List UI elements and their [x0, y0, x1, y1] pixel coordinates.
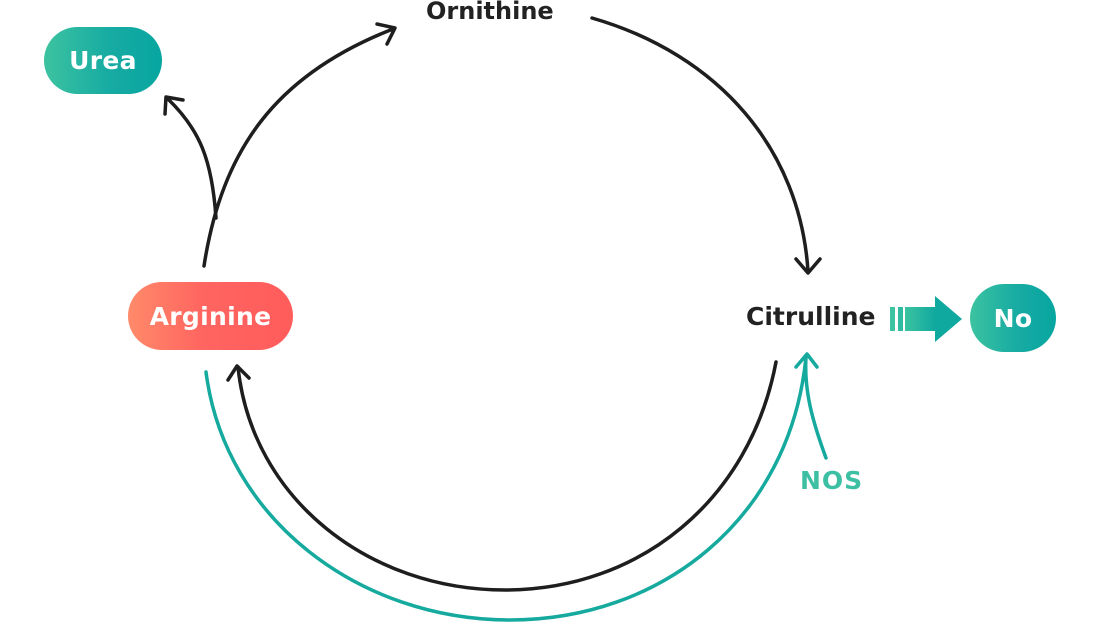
arrowhead-urea: [163, 95, 185, 116]
arrow-arginine-to-citrulline-nos: [204, 355, 808, 622]
no-node: No: [970, 284, 1056, 352]
ornithine-label: Ornithine: [426, 0, 554, 25]
arrow-citrulline-to-no: [890, 296, 962, 342]
arrowhead-ornithine: [375, 22, 397, 46]
nos-enzyme-label: NOS: [800, 466, 864, 495]
arginine-node: Arginine: [128, 282, 293, 350]
arrowhead-nos: [794, 352, 819, 369]
urea-node: Urea: [44, 27, 162, 94]
arrow-ornithine-to-citrulline: [590, 16, 810, 273]
arrowhead-citrulline: [794, 257, 822, 275]
arrowhead-arginine: [226, 364, 251, 382]
arrow-citrulline-to-arginine: [236, 360, 778, 592]
arrow-to-urea: [166, 97, 218, 220]
arrow-arginine-to-ornithine: [202, 27, 395, 268]
arrow-nos-branch: [803, 355, 828, 460]
citrulline-label: Citrulline: [746, 302, 876, 331]
